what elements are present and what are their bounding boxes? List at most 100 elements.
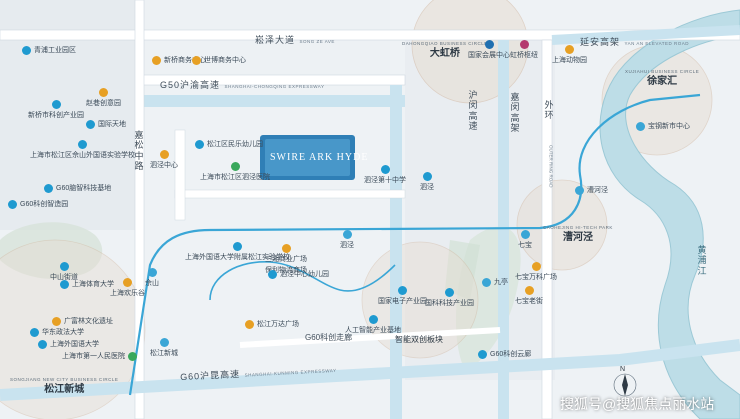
pin-icon — [38, 340, 47, 349]
expressway-band — [143, 95, 405, 107]
pin-icon — [44, 184, 53, 193]
waihuan-en-label: OUTER RING ROAD — [548, 145, 554, 188]
poi-item: 中山街道 — [50, 262, 78, 282]
poi-item: 智能双创板块 — [395, 335, 443, 344]
poi-item: 佘山 — [145, 268, 159, 288]
poi-item: 松江区民乐幼儿园 — [195, 140, 263, 149]
poi-item: 七宝万科广场 — [515, 262, 557, 282]
poi-item: 松江新城 — [150, 338, 178, 358]
metro-loop — [209, 261, 396, 301]
pin-icon — [123, 278, 132, 287]
pin-icon — [52, 317, 61, 326]
pin-icon — [380, 165, 390, 174]
pin-icon — [230, 162, 240, 171]
songjiang-label: SONGJIANG NEW CITY BUSINESS CIRCLE 松江新城 — [10, 377, 119, 395]
compass-icon — [613, 373, 637, 397]
huangpu-river — [599, 9, 740, 419]
xujiahui-label: XUJIAHUI BUSINESS CIRCLE 徐家汇 — [625, 69, 700, 87]
pin-icon — [192, 56, 201, 65]
poi-item: 青浦工业园区 — [22, 46, 76, 55]
pin-icon — [245, 320, 254, 329]
poi-item: G60科创智造园 — [8, 200, 68, 209]
metro-line-9 — [128, 93, 701, 396]
outer-ring — [541, 39, 553, 419]
poi-item: 上海市第一人民医院 — [62, 352, 137, 361]
pin-icon — [281, 244, 291, 253]
poi-item: 上海市松江区佘山外国语实验学校 — [30, 140, 135, 160]
pin-icon — [422, 172, 432, 181]
pin-icon — [368, 315, 378, 324]
waihuan-road-label: 外环 — [544, 100, 554, 121]
pin-icon — [99, 88, 108, 97]
watermark: 搜狐号@搜狐焦点丽水站 — [560, 396, 715, 412]
poi-item: 新桥商务中心 — [152, 56, 206, 65]
poi-item: 人工智能产业基地 — [345, 315, 401, 335]
poi-item: 七宝 — [518, 230, 532, 250]
caohejing-circle — [516, 179, 608, 271]
poi-item: 上海体育大学 — [60, 280, 114, 289]
poi-item: 七宝老街 — [515, 286, 543, 306]
poi-item: 广富林文化遗址 — [52, 317, 113, 326]
metro-icon — [520, 230, 530, 239]
pin-icon — [51, 100, 61, 109]
pin-icon — [524, 286, 534, 295]
poi-item: 新桥市科创产业园 — [28, 100, 84, 120]
poi-item: 上海动物园 — [552, 45, 587, 65]
jiamin-elevated — [498, 40, 509, 419]
poi-item: G60脑智科技基地 — [44, 184, 111, 193]
poi-item: 上海外国语大学附属松江实验学校 — [185, 242, 290, 262]
poi-item: 虹桥枢纽 — [510, 40, 538, 60]
pin-icon — [195, 140, 204, 149]
songze-road-label: 崧泽大道 SONG ZE AVE — [255, 35, 335, 45]
poi-item: 国家会展中心 — [468, 40, 510, 60]
poi-item: 泗泾 — [340, 230, 354, 250]
pin-icon — [86, 120, 95, 129]
pin-icon — [268, 270, 277, 279]
pin-icon — [59, 262, 69, 271]
poi-item: 世博商务中心 — [192, 56, 246, 65]
g60-expressway — [0, 339, 740, 401]
pin-icon — [484, 40, 494, 49]
pin-icon — [233, 242, 242, 251]
pin-icon — [478, 350, 487, 359]
pin-icon — [398, 286, 407, 295]
pin-icon — [60, 280, 69, 289]
poi-item: 上海市松江区泗泾医院 — [200, 162, 270, 182]
pin-icon — [78, 140, 87, 149]
jiasong-road-label: 嘉松中路 — [134, 130, 144, 172]
metro-icon — [575, 186, 584, 195]
pin-icon — [445, 288, 454, 297]
poi-item: 赵巷创意园 — [86, 88, 121, 108]
poi-item: 松江万达广场 — [245, 320, 299, 329]
pin-icon — [531, 262, 541, 271]
pin-icon — [8, 200, 17, 209]
metro-icon — [147, 268, 157, 277]
poi-item: 国科科技产业园 — [425, 288, 474, 308]
yanan-road-label: 延安高架 YAN AN ELEVATED ROAD — [580, 37, 689, 47]
pin-icon — [30, 328, 39, 337]
pin-icon — [565, 45, 574, 54]
poi-item: 三湘商业广场保利物流商场 — [265, 244, 307, 274]
poi-item: 国际天地 — [86, 120, 126, 129]
poi-item: 华东政法大学 — [30, 328, 84, 337]
poi-item: 泗泾中心幼儿园 — [268, 270, 329, 279]
compass-north-label: N — [620, 366, 626, 373]
poi-item: G60科创云廊 — [478, 350, 531, 359]
poi-item: 九亭 — [482, 278, 508, 287]
caohejing-label: CAOHEJING HI-TECH PARK 漕河泾 — [543, 225, 613, 243]
g60-corridor-label: G60科创走廊 — [305, 333, 353, 342]
poi-item: 上海外国语大学 — [38, 340, 99, 349]
poi-item: 泗泾中心 — [150, 150, 178, 170]
pin-icon — [159, 150, 169, 159]
poi-item: 宝钢新市中心 — [636, 122, 690, 131]
hospital-icon — [128, 352, 137, 361]
poi-item: 国家电子产业园 — [378, 286, 427, 306]
poi-item: 泗泾 — [420, 172, 434, 192]
g50-road-label: G50沪渝高速 SHANGHAI-CHONGQING EXPRESSWAY — [160, 80, 325, 90]
jiamin-road-label: 嘉闵高架 — [510, 92, 520, 134]
poi-item: 上海欢乐谷 — [110, 278, 145, 298]
yanan-elevated — [551, 25, 740, 45]
metro-icon — [482, 278, 491, 287]
